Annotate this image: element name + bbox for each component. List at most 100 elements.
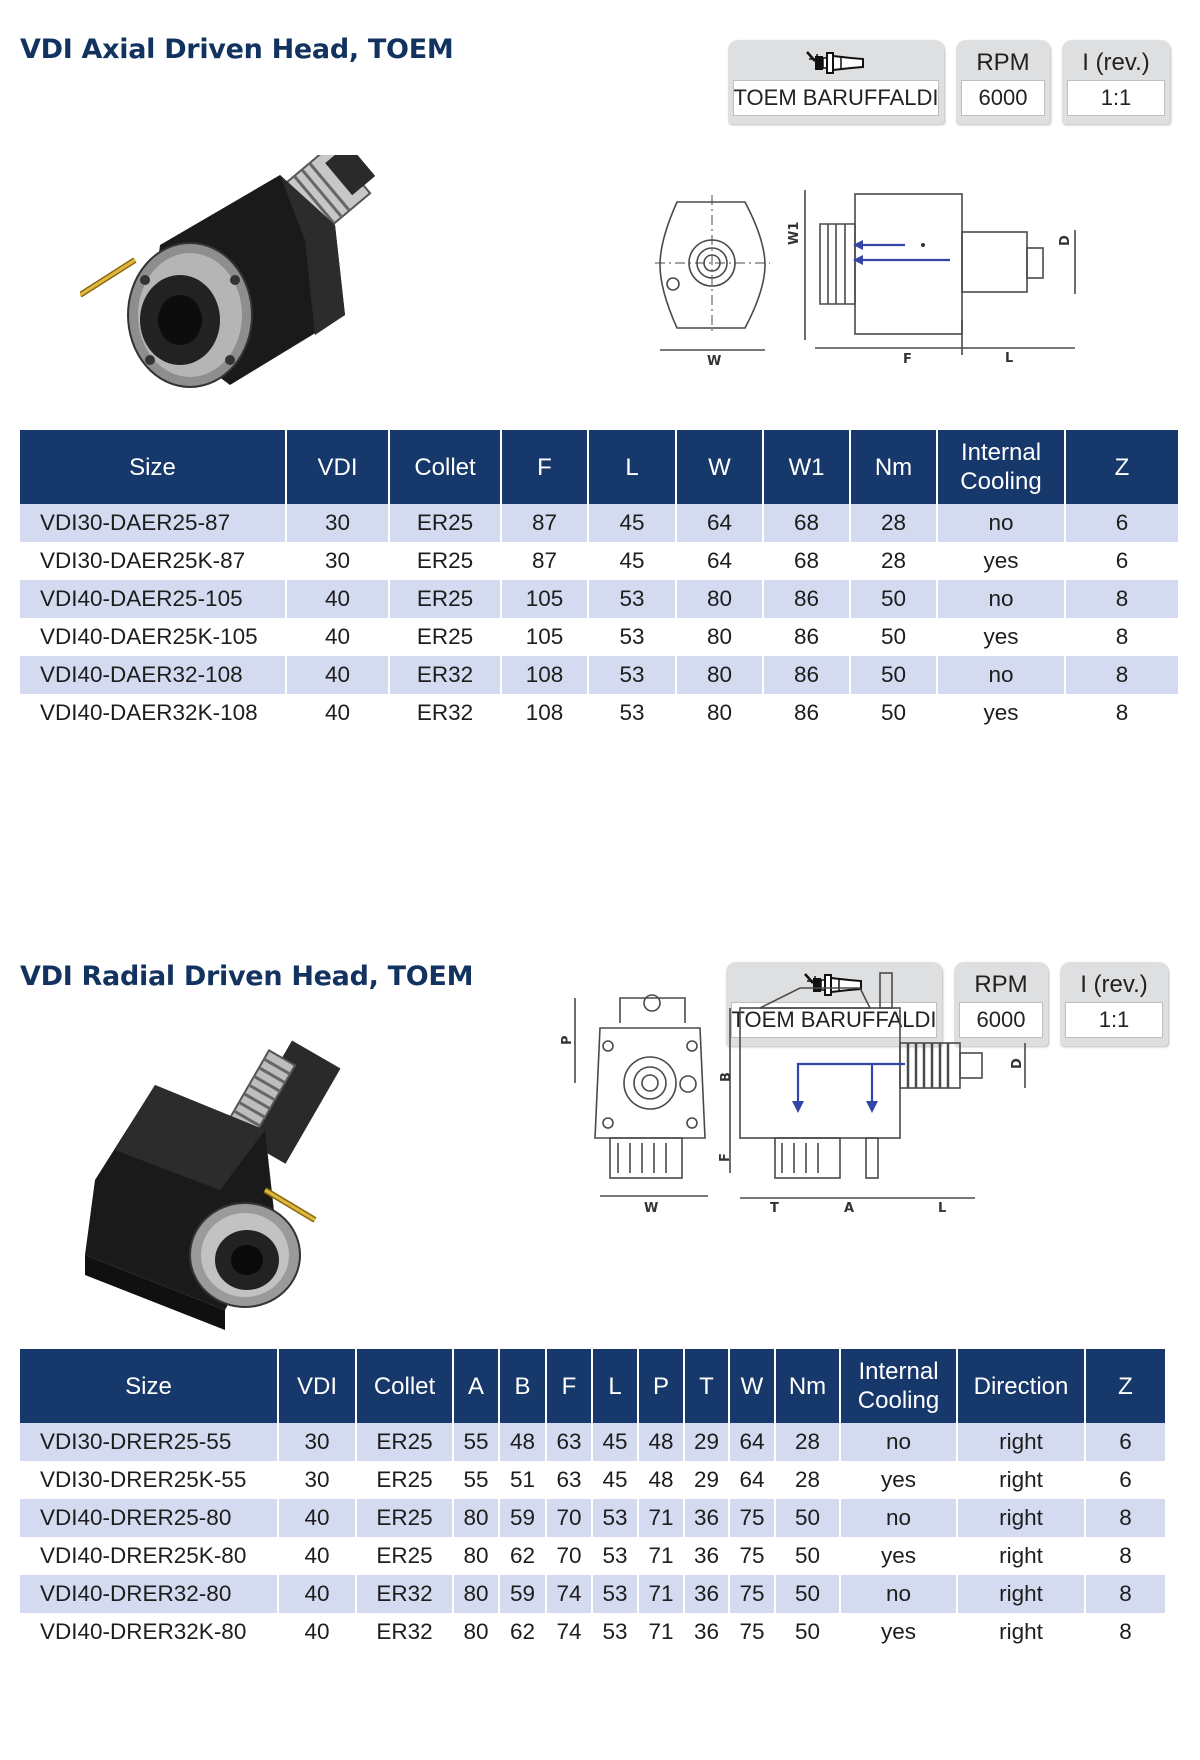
table-cell: 80 bbox=[675, 656, 763, 694]
table-cell: 6 bbox=[1064, 504, 1178, 542]
table-cell: 8 bbox=[1064, 656, 1178, 694]
table-cell: 108 bbox=[500, 656, 588, 694]
table-cell: 53 bbox=[591, 1613, 638, 1651]
table-cell: yes bbox=[839, 1461, 957, 1499]
column-header: B bbox=[498, 1349, 546, 1423]
table-cell: 64 bbox=[728, 1423, 775, 1461]
radial-spec-table: Size VDI Collet A B F L P T W Nm Interna… bbox=[20, 1349, 1165, 1651]
table-cell: 8 bbox=[1064, 618, 1178, 656]
table-cell: 50 bbox=[774, 1537, 840, 1575]
table-cell: 53 bbox=[591, 1537, 638, 1575]
column-header: F bbox=[500, 430, 588, 504]
table-cell: 28 bbox=[774, 1461, 840, 1499]
size-cell: VDI40-DRER25-80 bbox=[20, 1499, 278, 1537]
table-cell: 86 bbox=[762, 580, 850, 618]
table-cell: 36 bbox=[683, 1499, 729, 1537]
table-cell: 6 bbox=[1084, 1423, 1165, 1461]
table-cell: ER25 bbox=[355, 1499, 453, 1537]
table-cell: 40 bbox=[277, 1575, 356, 1613]
table-cell: 48 bbox=[637, 1423, 684, 1461]
label-f: F bbox=[718, 1153, 733, 1162]
table-cell: 29 bbox=[683, 1461, 729, 1499]
table-cell: 68 bbox=[762, 504, 850, 542]
table-cell: 6 bbox=[1084, 1461, 1165, 1499]
column-header: W bbox=[728, 1349, 775, 1423]
table-cell: 53 bbox=[591, 1575, 638, 1613]
table-cell: 80 bbox=[675, 618, 763, 656]
column-header: Nm bbox=[774, 1349, 840, 1423]
table-cell: 50 bbox=[849, 694, 937, 732]
table-cell: 53 bbox=[587, 694, 676, 732]
size-cell: VDI40-DAER32K-108 bbox=[40, 700, 258, 725]
table-cell: 8 bbox=[1064, 694, 1178, 732]
table-cell: 45 bbox=[587, 504, 676, 542]
table-cell: 74 bbox=[545, 1575, 592, 1613]
table-cell: 8 bbox=[1084, 1537, 1165, 1575]
section-title: VDI Axial Driven Head, TOEM bbox=[20, 34, 454, 65]
label-t: T bbox=[770, 1201, 779, 1216]
column-header: Internal Cooling bbox=[936, 430, 1065, 504]
table-cell: 70 bbox=[545, 1499, 592, 1537]
rpm-value: 6000 bbox=[961, 80, 1045, 116]
size-cell: VDI30-DAER25K-87 bbox=[40, 548, 246, 573]
rpm-value: 6000 bbox=[959, 1002, 1043, 1038]
table-cell: 8 bbox=[1084, 1613, 1165, 1651]
size-cell: VDI30-DAER25-87 bbox=[20, 504, 286, 542]
table-cell: 80 bbox=[452, 1613, 499, 1651]
column-header: T bbox=[683, 1349, 729, 1423]
table-cell: 63 bbox=[545, 1461, 592, 1499]
table-cell: ER25 bbox=[355, 1537, 453, 1575]
size-cell: VDI30-DRER25-55 bbox=[20, 1423, 278, 1461]
table-cell: 71 bbox=[637, 1537, 684, 1575]
table-cell: 45 bbox=[587, 542, 676, 580]
table-cell: no bbox=[839, 1423, 957, 1461]
column-header: W1 bbox=[762, 430, 850, 504]
table-cell: yes bbox=[936, 618, 1065, 656]
table-cell: 36 bbox=[683, 1613, 729, 1651]
table-cell: ER32 bbox=[355, 1575, 453, 1613]
table-cell: no bbox=[839, 1575, 957, 1613]
table-cell: 30 bbox=[285, 542, 389, 580]
label-l: L bbox=[938, 1201, 946, 1216]
table-cell: ER25 bbox=[388, 580, 501, 618]
column-header: Direction bbox=[956, 1349, 1085, 1423]
size-cell: VDI40-DAER32-108 bbox=[20, 656, 286, 694]
table-cell: 50 bbox=[774, 1499, 840, 1537]
column-header: P bbox=[637, 1349, 684, 1423]
table-cell: ER25 bbox=[355, 1461, 453, 1499]
section-title: VDI Radial Driven Head, TOEM bbox=[20, 961, 474, 992]
table-cell: 53 bbox=[587, 580, 676, 618]
table-cell: 53 bbox=[587, 656, 676, 694]
column-header: Internal Cooling bbox=[839, 1349, 957, 1423]
label-w: W bbox=[644, 1201, 658, 1216]
table-cell: 55 bbox=[452, 1423, 499, 1461]
table-cell: 30 bbox=[277, 1461, 356, 1499]
table-cell: 87 bbox=[500, 542, 588, 580]
label-p: P bbox=[560, 1035, 575, 1045]
size-cell: VDI40-DAER25-105 bbox=[20, 580, 286, 618]
table-cell: no bbox=[839, 1499, 957, 1537]
table-cell: 108 bbox=[500, 694, 588, 732]
label-d: D bbox=[1058, 235, 1073, 246]
table-cell: no bbox=[936, 504, 1065, 542]
table-header-row: Size VDI Collet F L W W1 Nm Internal Coo… bbox=[20, 430, 1178, 504]
table-cell: 40 bbox=[285, 694, 389, 732]
table-cell: 8 bbox=[1084, 1499, 1165, 1537]
table-cell: ER25 bbox=[388, 504, 501, 542]
rpm-label: RPM bbox=[976, 49, 1030, 76]
table-cell: 30 bbox=[285, 504, 389, 542]
spec-panel: TOEM BARUFFALDI RPM 6000 I (rev.) 1:1 bbox=[726, 962, 1168, 1046]
ratio-label: I (rev.) bbox=[1082, 49, 1150, 76]
ratio-box: I (rev.) 1:1 bbox=[1062, 40, 1170, 124]
table-cell: 28 bbox=[849, 542, 937, 580]
table-cell: 48 bbox=[637, 1461, 684, 1499]
table-cell: 63 bbox=[545, 1423, 592, 1461]
table-cell: yes bbox=[839, 1613, 957, 1651]
